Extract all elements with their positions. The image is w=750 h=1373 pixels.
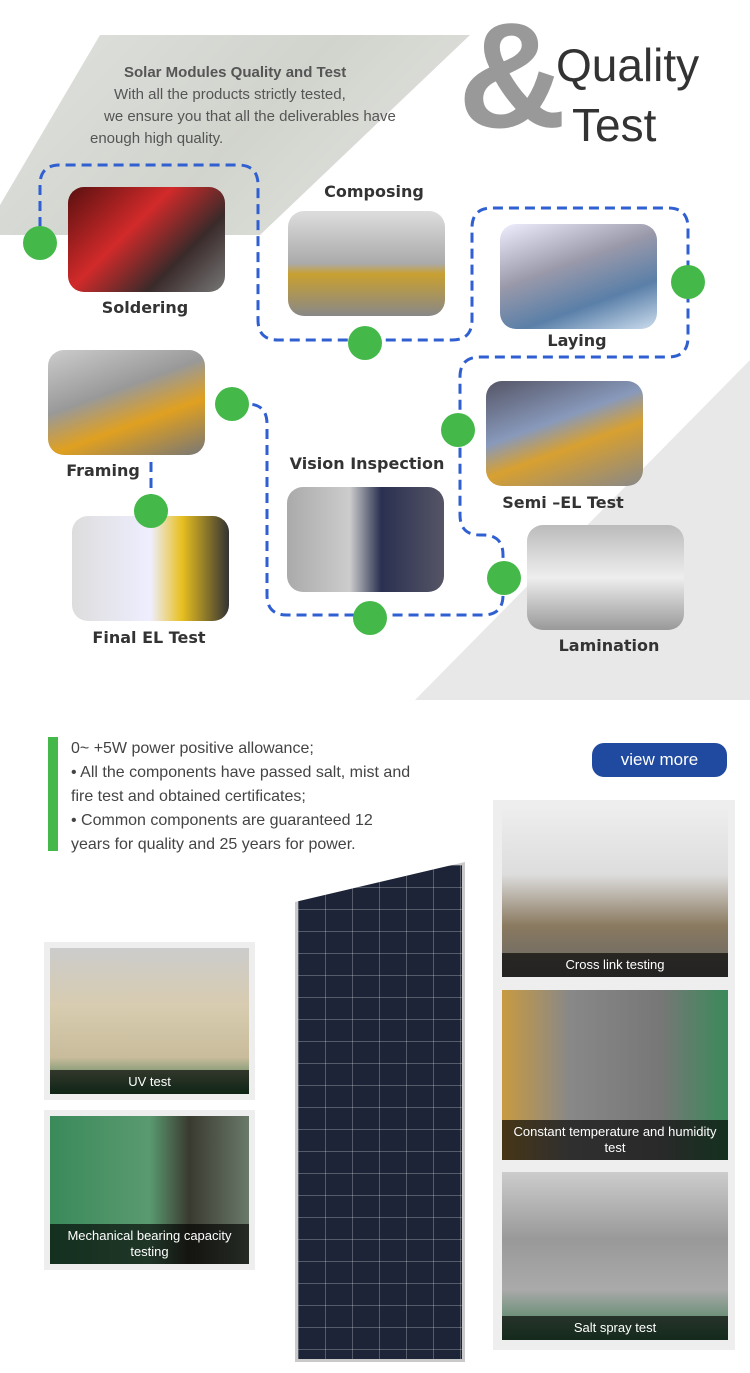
intro-line: With all the products strictly tested, [114,86,346,103]
step-label: Vision Inspection [289,454,445,473]
step-label: Lamination [558,636,660,655]
step-label: Final EL Test [92,628,206,647]
uv-test-card: UV test [44,942,255,1100]
feature-line: fire test and obtained certificates; [71,788,306,805]
step-label: Semi –EL Test [502,493,624,512]
soldering-photo [68,187,225,292]
crosslink-caption: Cross link testing [502,953,728,977]
uv-test-caption: UV test [50,1070,249,1094]
step-dot [23,226,57,260]
solar-panel-image [295,862,465,1362]
mechanical-test-caption: Mechanical bearing capacity testing [50,1224,249,1264]
step-label: Framing [66,461,140,480]
lamination-photo [527,525,684,630]
step-label: Soldering [101,298,189,317]
salt-spray-caption: Salt spray test [502,1316,728,1340]
intro-text: Solar Modules Quality and Test With all … [90,62,430,150]
salt-spray-test-card: Salt spray test [502,1172,728,1340]
intro-title: Solar Modules Quality and Test [124,64,347,81]
step-dot [487,561,521,595]
feature-list: 0~ +5W power positive allowance; • All t… [71,737,431,857]
feature-line: • All the components have passed salt, m… [71,764,411,781]
accent-bar [48,737,58,851]
framing-photo [48,350,205,455]
view-more-button[interactable]: view more [592,743,727,777]
step-dot [441,413,475,447]
step-dot [671,265,705,299]
mechanical-test-card: Mechanical bearing capacity testing [44,1110,255,1270]
semi-el-photo [486,381,643,486]
laying-photo [500,224,657,329]
feature-line: 0~ +5W power positive allowance; [71,740,314,757]
step-dot [348,326,382,360]
crosslink-test-card: Cross link testing [502,806,728,977]
ampersand: & [458,0,567,159]
step-dot [215,387,249,421]
title-quality: Quality [556,39,700,91]
feature-line: • Common components are guaranteed 12 [71,812,373,829]
temperature-test-card: Constant temperature and humidity test [502,990,728,1160]
step-dot [353,601,387,635]
intro-line: enough high quality. [90,130,224,147]
step-dot [134,494,168,528]
final-el-photo [72,516,229,621]
intro-line: we ensure you that all the deliverables … [104,108,396,125]
temperature-caption: Constant temperature and humidity test [502,1120,728,1160]
feature-line: years for quality and 25 years for power… [71,836,356,853]
vision-inspection-photo [287,487,444,592]
title-test: Test [572,99,657,151]
step-label: Composing [324,182,424,201]
step-label: Laying [547,331,607,350]
composing-photo [288,211,445,316]
